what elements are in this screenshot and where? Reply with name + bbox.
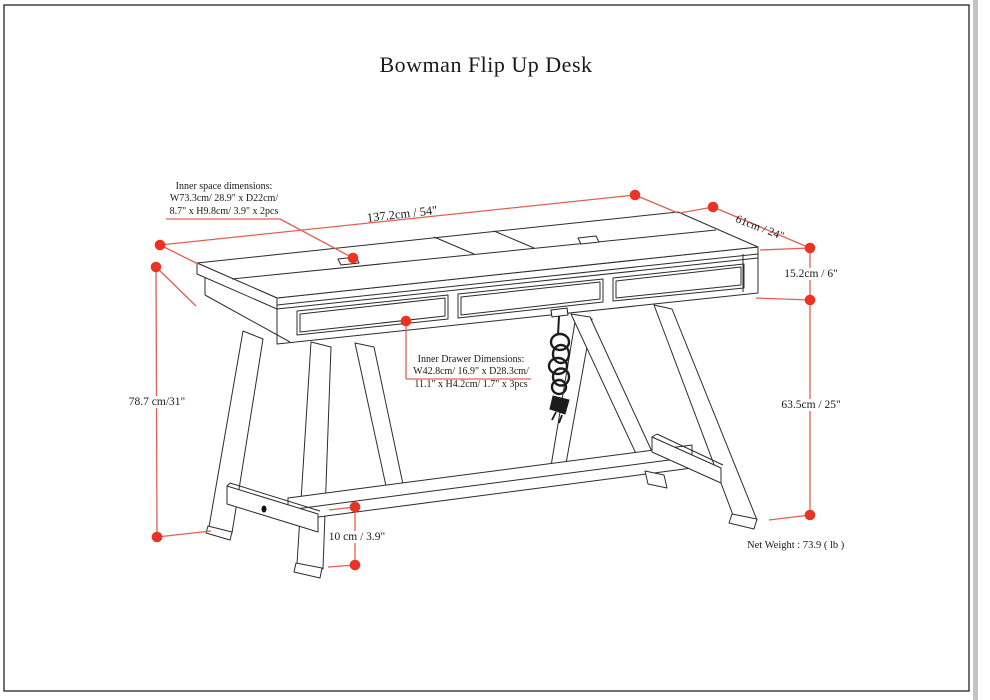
total-height-dimension-label: 78.7 cm/31": [125, 396, 189, 408]
drawer-left: [296, 294, 449, 336]
flip-lid-notch-right: [577, 235, 600, 245]
top-thickness-dimension-label: 15.2cm / 6": [781, 268, 841, 280]
inner-drawer-line3: 11.1" x H4.2cm/ 1.7" x 3pcs: [414, 378, 528, 390]
cross-rail-left: [226, 485, 319, 533]
dimension-point-markers: [150, 189, 816, 571]
inner-space-line3: 8.7" x H9.8cm/ 3.9" x 2pcs: [169, 205, 279, 217]
plug-icon: [549, 395, 570, 415]
leg-right-outer: [653, 304, 758, 521]
page-border: [3, 4, 970, 692]
scrollbar[interactable]: [973, 0, 978, 700]
leg-left-inner: [354, 342, 405, 490]
rail-screw-hole: [261, 505, 267, 513]
inner-space-line1: Inner space dimensions:: [175, 181, 273, 192]
inner-space-annotation: Inner space dimensions: W73.3cm/ 28.9" x…: [158, 181, 290, 218]
inner-space-line2: W73.3cm/ 28.9" x D22cm/: [169, 193, 279, 205]
drawer-right: [612, 263, 745, 302]
desk-line-drawing: [196, 211, 759, 579]
cross-rail-right: [651, 436, 722, 484]
inner-drawer-line2: W42.8cm/ 16.9" x D28.3cm/: [413, 366, 529, 378]
net-weight-label: Net Weight : 73.9 ( lb ): [747, 540, 845, 551]
clearance-dimension-label: 10 cm / 3.9": [325, 531, 389, 543]
leg-height-dimension-label: 63.5cm / 25": [778, 399, 844, 411]
page-title: Bowman Flip Up Desk: [379, 52, 593, 77]
inner-drawer-annotation: Inner Drawer Dimensions: W42.8cm/ 16.9" …: [404, 354, 538, 391]
inner-drawer-line1: Inner Drawer Dimensions:: [417, 354, 525, 365]
power-cord: [547, 307, 571, 424]
drawer-middle: [457, 278, 604, 319]
